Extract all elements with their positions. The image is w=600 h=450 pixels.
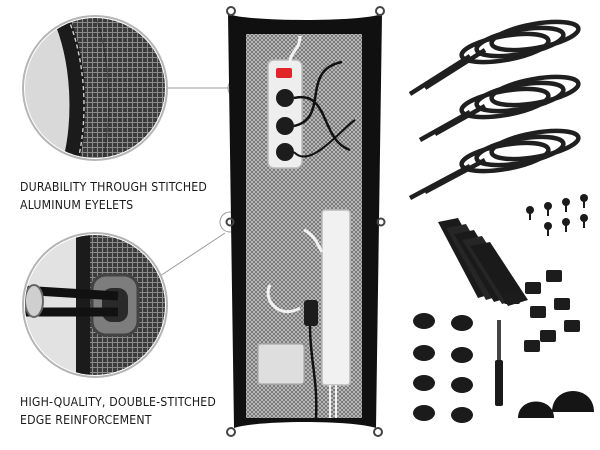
cable-organizer-domes (518, 391, 594, 418)
cable-ties (408, 19, 581, 200)
callout-lines (159, 87, 233, 277)
caption-edge-reinforcement: High-quality, double-stitched edge reinf… (20, 393, 240, 429)
caption-durability: Durability through stitched aluminum eye… (20, 178, 240, 214)
adhesive-cable-holders (413, 313, 473, 423)
caption-edge-line2: edge reinforcement (20, 413, 152, 427)
cable-tie-group-3 (408, 128, 581, 200)
zoom-detail-stitched-webbing (22, 15, 168, 161)
screws (526, 194, 588, 236)
cable-tie-group-1 (408, 19, 581, 96)
cable-clips (504, 270, 580, 352)
zoom-detail-aluminum-eyelet (22, 232, 168, 378)
velcro-straps (438, 218, 528, 306)
corner-eyelet-icon (225, 6, 386, 437)
drill-bit (495, 320, 503, 406)
cable-tie-group-2 (418, 74, 581, 142)
cable-net (225, 6, 386, 437)
caption-durability-line2: aluminum eyelets (20, 198, 134, 212)
power-strip-top (267, 35, 356, 169)
caption-durability-line1: Durability through stitched (20, 180, 208, 194)
caption-edge-line1: High-quality, double-stitched (20, 395, 217, 409)
power-strip-bottom (257, 209, 351, 419)
